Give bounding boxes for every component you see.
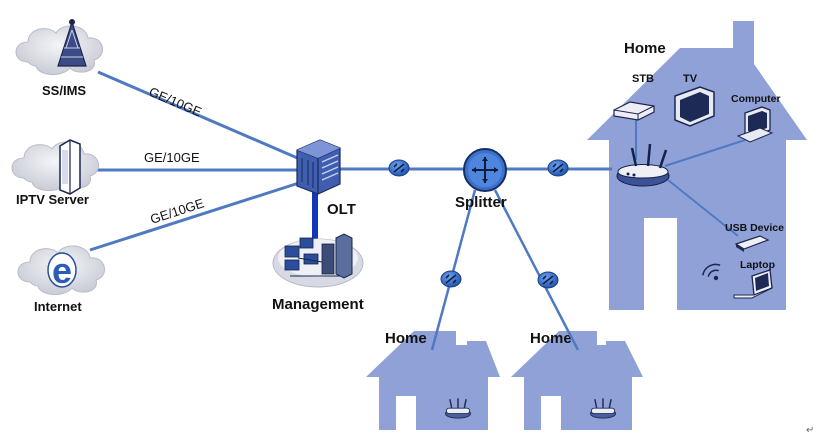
iptv-server-icon [59, 139, 81, 195]
link-router-computer [664, 139, 746, 167]
connector-icon [537, 271, 559, 289]
cloud-ss-ims: SS/IMS [15, 19, 103, 98]
computer-label: Computer [731, 93, 781, 105]
management-label: Management [272, 296, 364, 313]
olt-icon [296, 139, 341, 195]
tv-icon [674, 86, 715, 127]
home-right-house: Home [511, 330, 643, 430]
home-left-label: Home [385, 330, 427, 347]
internet-e-icon: e [47, 250, 77, 291]
link-internet-olt [89, 180, 303, 252]
laptop: Laptop [702, 259, 775, 299]
stb: STB [613, 73, 655, 121]
svg-text:e: e [52, 250, 72, 291]
cloud-internet: e Internet [17, 245, 105, 314]
link-splitter-home-left [430, 189, 477, 351]
connector-icon [388, 159, 410, 177]
home-right-label: Home [530, 330, 572, 347]
stb-icon [613, 101, 655, 121]
usb-device-label: USB Device [725, 222, 784, 234]
splitter: Splitter [455, 148, 507, 211]
cloud-icon [15, 25, 103, 75]
link-router-usb [667, 179, 739, 237]
internet-label: Internet [34, 299, 82, 314]
olt: OLT [296, 139, 356, 218]
laptop-label: Laptop [740, 259, 775, 271]
home-router [616, 143, 670, 187]
olt-label: OLT [327, 201, 356, 218]
paragraph-mark: ↵ [806, 425, 814, 436]
connector-icon [440, 270, 462, 288]
links [89, 70, 746, 351]
iptv-server-label: IPTV Server [16, 192, 89, 207]
link-label-ss-ims: GE/10GE [147, 84, 204, 120]
ss-ims-icon [57, 19, 87, 67]
management: Management [272, 233, 364, 313]
tv-label: TV [683, 73, 698, 85]
computer: Computer [731, 93, 781, 143]
splitter-label: Splitter [455, 194, 507, 211]
tv: TV [674, 73, 715, 127]
connector-icon [547, 159, 569, 177]
cloud-iptv: IPTV Server [11, 139, 99, 207]
home-main-label: Home [624, 40, 666, 57]
management-icon [272, 233, 364, 288]
home-left-house: Home [366, 330, 500, 430]
link-ss-ims-olt [97, 70, 303, 162]
laptop-icon [733, 269, 773, 299]
router-icon [616, 143, 670, 187]
wifi-icon [702, 263, 721, 281]
usb-device-icon [734, 235, 770, 252]
link-splitter-home-right [493, 189, 580, 351]
stb-label: STB [632, 73, 654, 85]
home-main-house: Home [587, 21, 807, 310]
ss-ims-label: SS/IMS [42, 83, 86, 98]
splitter-icon [463, 148, 507, 192]
link-label-iptv: GE/10GE [144, 150, 200, 165]
computer-icon [736, 106, 774, 143]
usb-device: USB Device [725, 222, 784, 252]
cloud-icon [11, 141, 99, 191]
